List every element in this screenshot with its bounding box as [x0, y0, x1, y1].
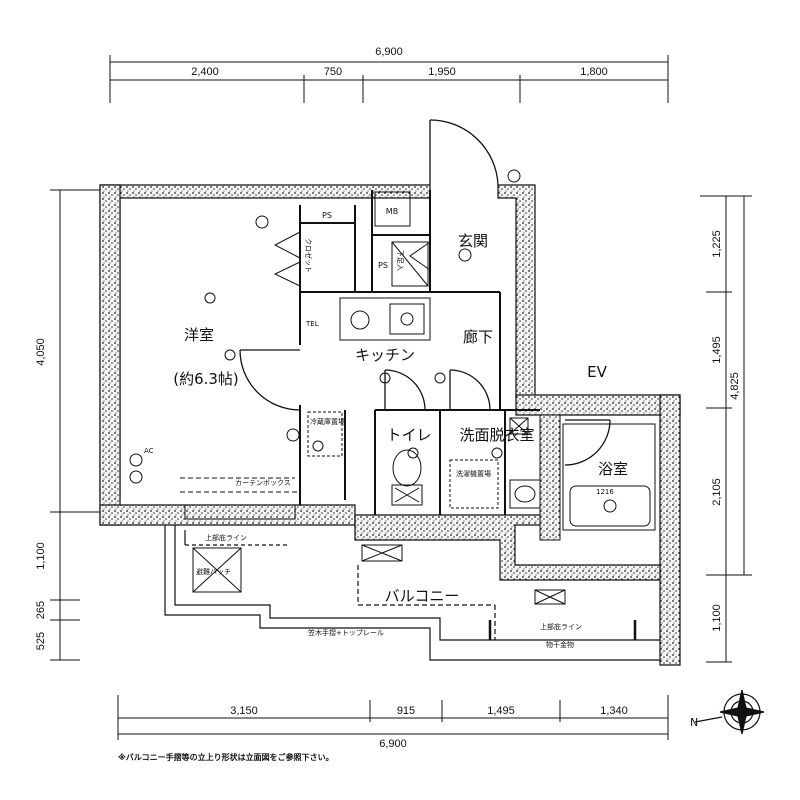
ev-label: EV	[587, 363, 607, 381]
right-dimension-2: 1,495	[711, 336, 723, 364]
closet-doors	[273, 231, 431, 287]
kitchen-label: キッチン	[355, 346, 415, 364]
right-dimension-lines	[700, 195, 752, 663]
top-dimension-3: 1,950	[428, 66, 456, 78]
shoes-label: 下足入	[396, 250, 404, 271]
left-dimension-4: 525	[35, 632, 47, 650]
bottom-dimension-4: 1,340	[600, 705, 628, 717]
svg-text:N: N	[690, 716, 698, 729]
upper-line-left-label: 上部庇ライン	[205, 533, 247, 542]
upper-line-right-label: 上部庇ライン	[540, 622, 582, 631]
washroom-label: 洗面脱衣室	[459, 426, 534, 444]
footer-note: ※バルコニー手摺等の立上り形状は立面図をご参照下さい。	[118, 752, 334, 762]
toilet-label: トイレ	[386, 426, 431, 444]
top-dimension-lines	[109, 55, 669, 103]
ac-label: AC	[144, 447, 154, 455]
corridor-label: 廊下	[463, 328, 493, 346]
curtain-box-label: カーテンボックス	[235, 479, 291, 487]
fridge-label: 冷蔵庫置場	[310, 417, 345, 426]
evac-hatch-label: 避難ハッチ	[196, 567, 231, 576]
right-dimension-1: 1,225	[711, 230, 723, 258]
western-room-label: 洋室	[184, 326, 214, 344]
entrance-label: 玄関	[458, 232, 488, 250]
bathroom-label: 浴室	[598, 460, 628, 478]
balcony-outline	[164, 525, 660, 661]
north-compass-icon: N	[690, 689, 765, 735]
top-dimension-2: 750	[324, 66, 342, 78]
interior-walls	[299, 190, 540, 515]
top-dimension-1: 2,400	[191, 66, 219, 78]
exterior-walls	[99, 184, 681, 666]
left-dimension-2: 1,100	[35, 542, 47, 570]
left-dimension-lines	[50, 189, 100, 661]
bottom-dimension-1: 3,150	[230, 705, 258, 717]
balcony-label: バルコニー	[385, 587, 460, 605]
left-dimension-1: 4,050	[35, 338, 47, 366]
tel-label: TEL	[305, 320, 319, 328]
mb-label: MB	[386, 207, 398, 216]
western-room-size: (約6.3帖)	[173, 370, 239, 388]
door-swings	[239, 119, 611, 466]
top-total-dimension: 6,900	[375, 46, 403, 58]
washer-label: 洗濯機置場	[456, 469, 491, 478]
bottom-dimension-3: 1,495	[487, 705, 515, 717]
right-total-dimension: 4,825	[729, 372, 741, 400]
right-dimension-4: 1,100	[711, 604, 723, 632]
closet-label: クロゼット	[304, 238, 313, 273]
railing-label: 笠木手摺+トップレール	[308, 628, 384, 637]
fixtures	[129, 169, 656, 605]
left-dimension-3: 265	[35, 601, 47, 619]
right-dimension-3: 2,105	[711, 478, 723, 506]
ps-label-2: PS	[378, 261, 388, 270]
bottom-dimension-lines	[117, 695, 669, 740]
top-dimension-4: 1,800	[580, 66, 608, 78]
handrail-label: 物干金物	[546, 640, 574, 649]
bath-unit-label: 1216	[596, 488, 614, 496]
bottom-dimension-2: 915	[397, 705, 415, 717]
ps-label-1: PS	[322, 211, 332, 220]
bottom-total-dimension: 6,900	[379, 738, 407, 750]
